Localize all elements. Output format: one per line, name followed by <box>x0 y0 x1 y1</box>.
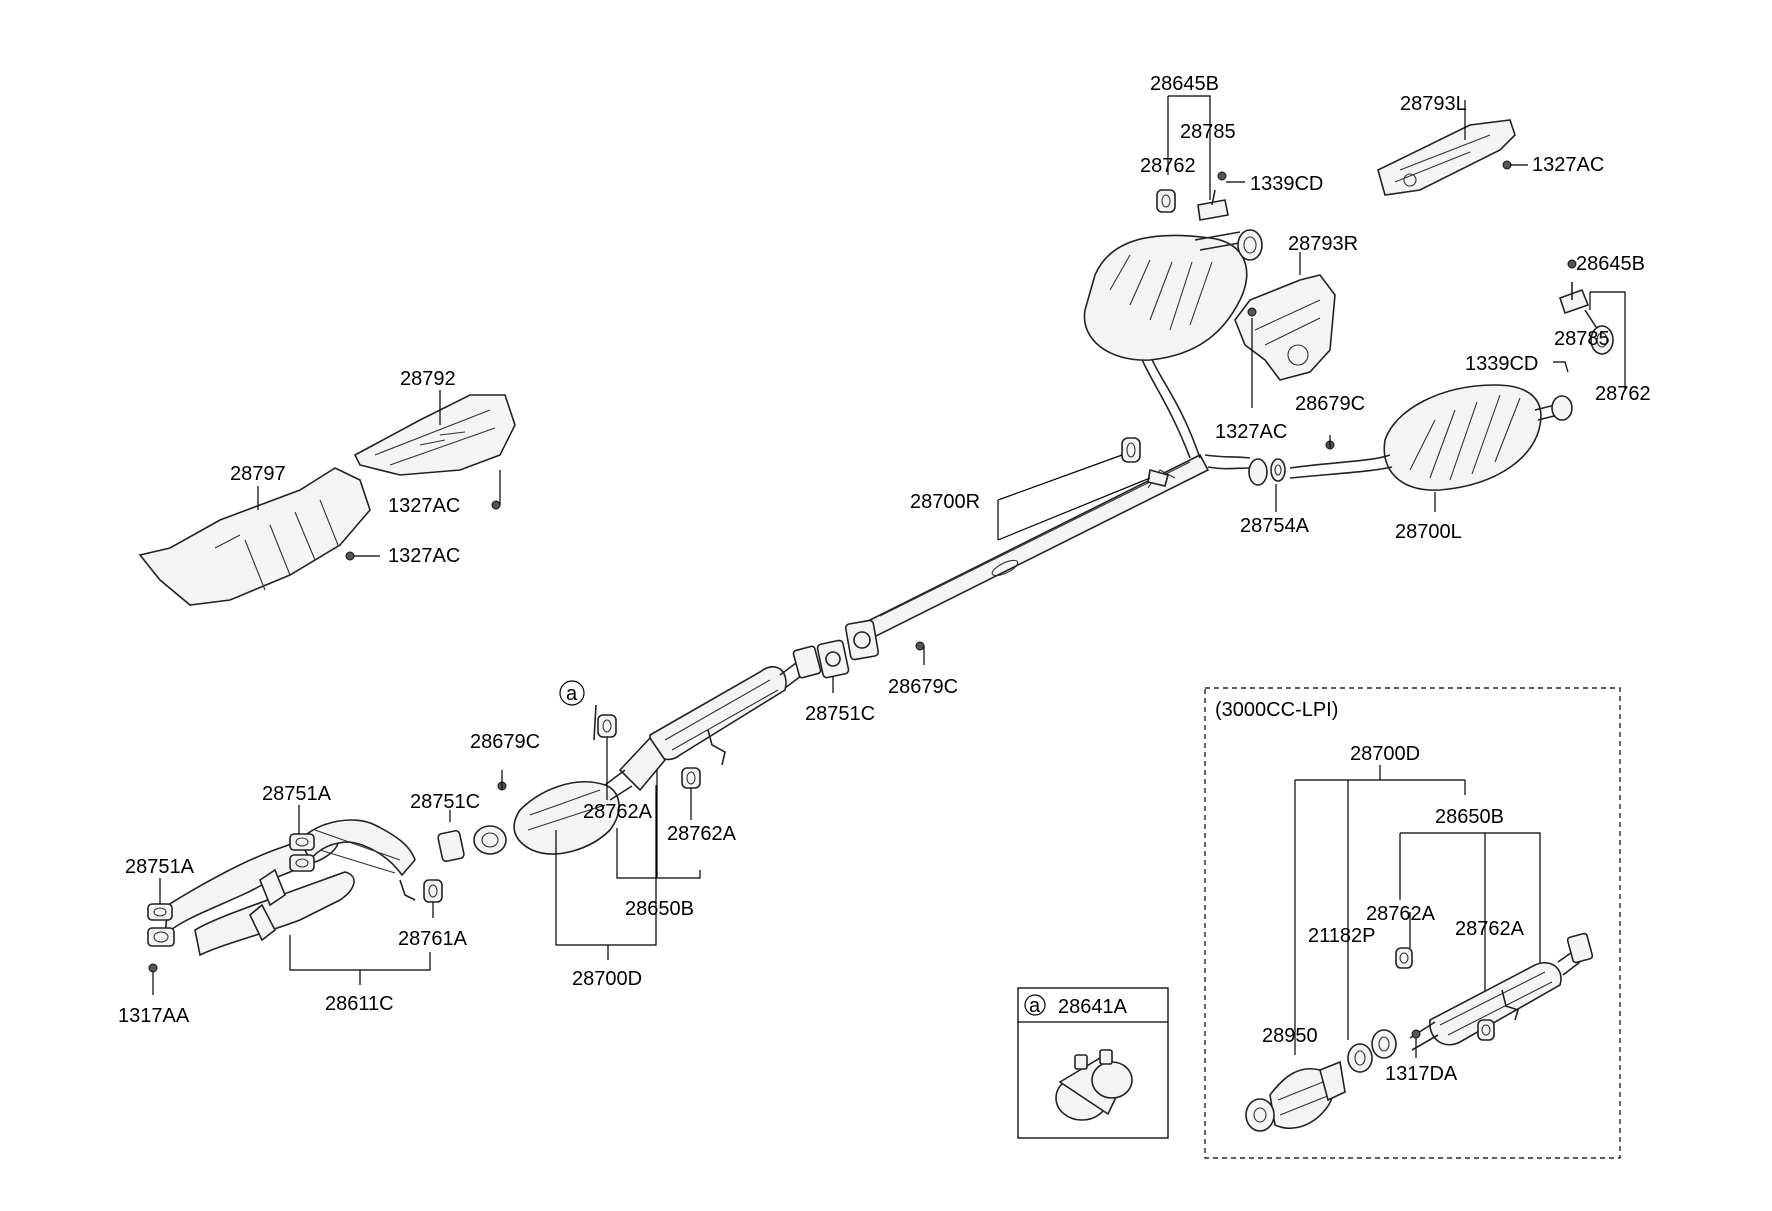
muffler-icon <box>1083 229 1263 361</box>
label-circle-a: a <box>566 683 578 705</box>
label-28645B-right: 28645B <box>1576 253 1645 275</box>
inset-a-circle-label: a <box>1029 995 1041 1017</box>
circle-a-callout <box>559 680 585 706</box>
hanger-icon <box>1156 189 1229 221</box>
label-28700L: 28700L <box>1395 521 1462 543</box>
clamp-icon <box>1055 1049 1133 1121</box>
label-28751A-1: 28751A <box>262 783 332 805</box>
catalytic-converter-icon <box>1245 1060 1346 1132</box>
label-28761A: 28761A <box>398 928 468 950</box>
label-28793L: 28793L <box>1400 93 1467 115</box>
label-28645B-top: 28645B <box>1150 73 1219 95</box>
hanger-icon <box>1558 282 1614 355</box>
hanger-icon <box>1477 1019 1495 1041</box>
circle-a-leader <box>593 704 597 741</box>
nut-icon <box>1217 171 1227 181</box>
label-28754A: 28754A <box>1240 515 1310 537</box>
label-28792: 28792 <box>400 368 456 390</box>
inset-lpi-title: (3000CC-LPI) <box>1215 699 1338 721</box>
label-1327AC-left-1: 1327AC <box>388 495 460 517</box>
inset-a-box <box>1017 987 1169 1139</box>
gasket-icon <box>1347 1029 1397 1073</box>
label-28762A-1: 28762A <box>583 801 653 823</box>
nut-icon <box>1502 160 1512 170</box>
label-1339CD-right: 1339CD <box>1465 353 1538 375</box>
label-28793R: 28793R <box>1288 233 1358 255</box>
gasket-icon <box>289 854 315 872</box>
label-lpi-21182P: 21182P <box>1308 925 1375 947</box>
gasket-icon <box>147 927 175 947</box>
label-28785-right: 28785 <box>1554 328 1610 350</box>
hanger-icon <box>597 714 617 738</box>
label-28751C-mid: 28751C <box>805 703 875 725</box>
label-lpi-28700D: 28700D <box>1350 743 1420 765</box>
label-28751C-left: 28751C <box>410 791 480 813</box>
nut-icon <box>491 500 501 510</box>
label-28650B-main: 28650B <box>625 898 694 920</box>
label-1317AA: 1317AA <box>118 1005 190 1027</box>
label-28679C-mid: 28679C <box>888 676 958 698</box>
label-lpi-1317DA: 1317DA <box>1385 1063 1458 1085</box>
label-28762A-2: 28762A <box>667 823 737 845</box>
hanger-icon <box>681 767 701 789</box>
label-lpi-28650B: 28650B <box>1435 806 1504 828</box>
label-lpi-28762A-2: 28762A <box>1455 918 1525 940</box>
catalytic-converter-icon <box>513 645 822 855</box>
heat-shield-icon <box>353 394 516 476</box>
heat-shield-icon <box>1234 274 1336 381</box>
gasket-icon <box>289 833 315 851</box>
label-1327AC-mid: 1327AC <box>1215 421 1287 443</box>
label-28679C-left: 28679C <box>470 731 540 753</box>
label-lpi-28762A-1: 28762A <box>1366 903 1436 925</box>
nut-icon <box>915 641 925 651</box>
label-28679C-right: 28679C <box>1295 393 1365 415</box>
nut-icon <box>148 963 158 973</box>
heat-shield-icon <box>1377 119 1516 196</box>
gasket-icon <box>844 619 880 661</box>
nut-icon <box>1247 307 1257 317</box>
gasket-icon <box>437 825 507 863</box>
hanger-icon <box>1121 437 1169 487</box>
label-1339CD-top: 1339CD <box>1250 173 1323 195</box>
label-1327AC-top-right: 1327AC <box>1532 154 1604 176</box>
nut-icon <box>345 551 355 561</box>
label-28762-right: 28762 <box>1595 383 1651 405</box>
hanger-icon <box>423 879 443 903</box>
catalytic-converter-icon <box>1409 932 1594 1051</box>
nut-icon <box>1567 259 1577 269</box>
label-28797: 28797 <box>230 463 286 485</box>
hanger-icon <box>1395 947 1413 969</box>
gasket-icon <box>816 639 850 679</box>
label-28700D-main: 28700D <box>572 968 642 990</box>
muffler-icon <box>1289 384 1573 491</box>
leader-lines <box>152 95 1626 995</box>
inset-a-part-label: 28641A <box>1058 996 1128 1018</box>
gasket-icon <box>147 903 173 921</box>
label-28611C: 28611C <box>325 993 394 1015</box>
gasket-icon <box>1248 458 1286 486</box>
label-lpi-28950: 28950 <box>1262 1025 1318 1047</box>
nut-icon <box>1411 1029 1421 1039</box>
label-1327AC-left-2: 1327AC <box>388 545 460 567</box>
label-28700R: 28700R <box>910 491 980 513</box>
label-28762-top: 28762 <box>1140 155 1196 177</box>
heat-shield-icon <box>138 467 371 606</box>
label-28785-top: 28785 <box>1180 121 1236 143</box>
inset-lpi-box <box>1204 687 1621 1159</box>
part-labels: 28645B 28785 28762 1339CD 28793L 1327AC … <box>118 73 1651 1085</box>
label-28751A-2: 28751A <box>125 856 195 878</box>
